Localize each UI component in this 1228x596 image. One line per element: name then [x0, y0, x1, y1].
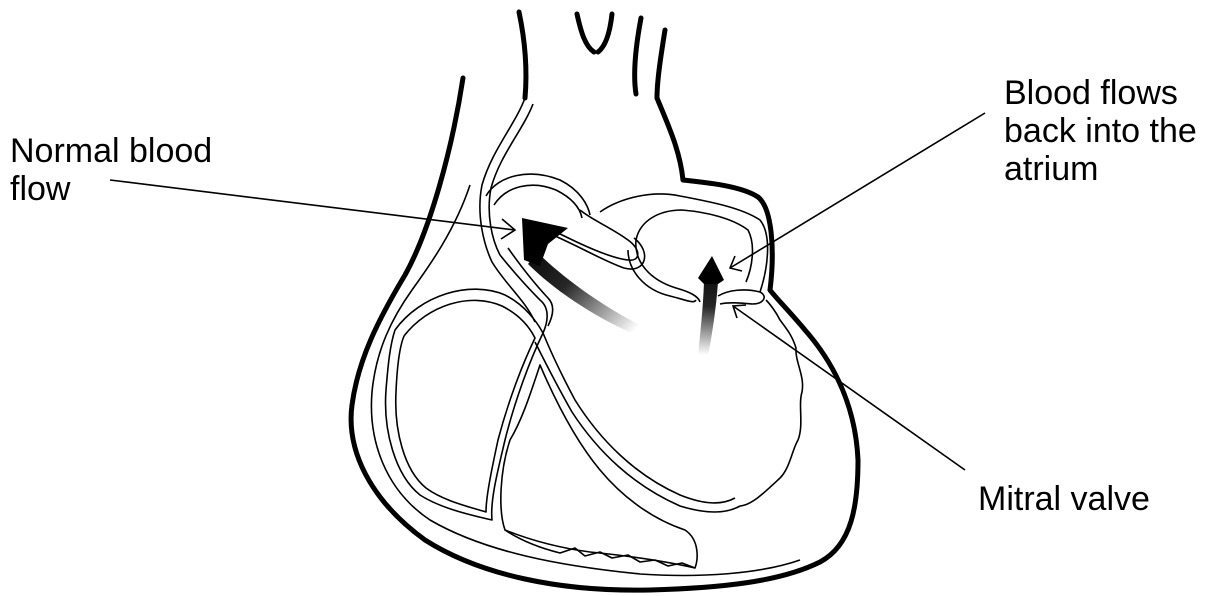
great-vessels: [519, 12, 683, 180]
aortic-root-inner: [494, 185, 582, 218]
flow-arrows: [522, 218, 724, 356]
left-atrium-outer: [600, 194, 768, 292]
heart-apex-border: [650, 290, 858, 590]
rv-lower-chamber: [501, 365, 697, 568]
aorta-right-descent: [657, 98, 683, 180]
heart-outline: [351, 78, 858, 590]
backflow-label: Blood flows back into the atrium: [1004, 74, 1197, 188]
vessel-center-right-wall: [598, 14, 612, 52]
backflow-label-line-1: Blood flows: [1004, 74, 1197, 112]
mitral-valve-label: Mitral valve: [978, 480, 1150, 518]
left-ventricle-trabeculae: [740, 300, 803, 506]
backflow-label-line-3: atrium: [1004, 150, 1197, 188]
backflow-arrow-head: [698, 256, 724, 284]
mitral-leaflet: [718, 290, 764, 304]
vessel-right-wall-a: [635, 18, 641, 94]
normal-flow-arrow-shaft: [528, 252, 640, 334]
backflow-leader: [730, 113, 985, 268]
heart-inner-left-border: [371, 185, 800, 575]
aorta-outer-wall: [480, 98, 535, 322]
backflow-arrow-shaft: [698, 282, 718, 356]
inner-structures: [371, 98, 802, 575]
vessel-right-wall-b: [657, 30, 665, 98]
septum-main-outer: [543, 333, 735, 503]
aortic-root-outer: [486, 174, 590, 215]
septum-main-inner: [535, 342, 740, 512]
left-atrium-base: [636, 240, 700, 302]
normal-flow-label-line-2: flow: [10, 170, 212, 208]
normal-flow-label-line-1: Normal blood: [10, 132, 212, 170]
mitral-valve-label-text: Mitral valve: [978, 480, 1150, 518]
left-atrium-inner: [636, 210, 752, 282]
normal-flow-arrow-head: [522, 218, 568, 266]
heart-left-border: [351, 78, 650, 590]
pulmonary-loop-outer: [548, 210, 638, 260]
vessel-center-left-wall: [577, 14, 594, 52]
vessel-left-wall: [519, 12, 526, 98]
heart-right-atrium-border: [683, 180, 772, 290]
backflow-label-line-2: back into the: [1004, 112, 1197, 150]
normal-flow-label: Normal blood flow: [10, 132, 212, 208]
mitral-valve-leader: [733, 306, 965, 470]
right-ventricle-outer: [386, 289, 543, 520]
